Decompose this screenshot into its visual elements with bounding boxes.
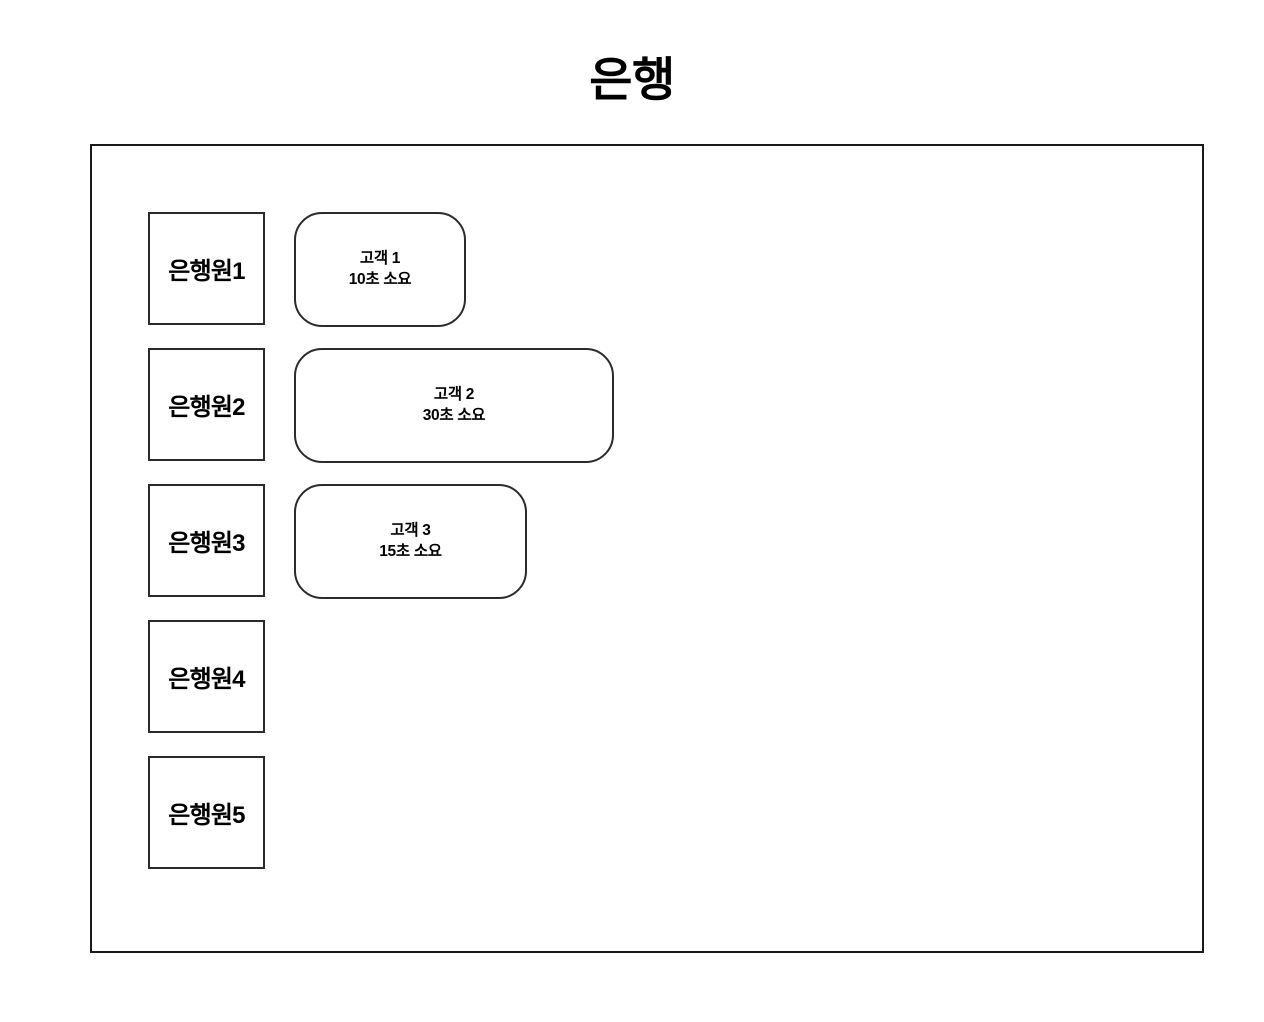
teller-queue-list: 은행원1 고객 1 10초 소요 은행원2 고객 2 30초 소요 [148, 212, 1148, 892]
customer-slot-1: 고객 1 10초 소요 [294, 212, 1148, 327]
teller-row: 은행원4 [148, 620, 1148, 737]
teller-label: 은행원1 [168, 258, 245, 285]
bank-floor-container: 은행원1 고객 1 10초 소요 은행원2 고객 2 30초 소요 [90, 144, 1204, 953]
customer-duration: 30초 소요 [422, 406, 486, 424]
teller-row: 은행원1 고객 1 10초 소요 [148, 212, 1148, 329]
customer-box-1[interactable]: 고객 1 10초 소요 [294, 212, 466, 327]
customer-name: 고객 1 [359, 250, 401, 268]
teller-box-3[interactable]: 은행원3 [148, 484, 265, 597]
customer-name: 고객 3 [390, 522, 431, 540]
customer-duration: 10초 소요 [348, 270, 412, 288]
customer-name: 고객 2 [433, 386, 475, 404]
teller-box-2[interactable]: 은행원2 [148, 348, 265, 461]
customer-box-2[interactable]: 고객 2 30초 소요 [294, 348, 614, 463]
customer-slot-5 [294, 756, 1148, 871]
page-title: 은행 [589, 53, 675, 106]
teller-label: 은행원2 [168, 394, 245, 421]
teller-box-4[interactable]: 은행원4 [148, 620, 265, 733]
teller-label: 은행원3 [168, 530, 245, 557]
teller-label: 은행원4 [168, 666, 245, 693]
customer-duration: 15초 소요 [379, 542, 442, 560]
customer-slot-2: 고객 2 30초 소요 [294, 348, 1148, 463]
teller-row: 은행원5 [148, 756, 1148, 873]
customer-slot-4 [294, 620, 1148, 735]
teller-row: 은행원3 고객 3 15초 소요 [148, 484, 1148, 601]
teller-box-5[interactable]: 은행원5 [148, 756, 265, 869]
teller-label: 은행원5 [168, 802, 245, 829]
customer-box-3[interactable]: 고객 3 15초 소요 [294, 484, 527, 599]
teller-box-1[interactable]: 은행원1 [148, 212, 265, 325]
teller-row: 은행원2 고객 2 30초 소요 [148, 348, 1148, 465]
customer-slot-3: 고객 3 15초 소요 [294, 484, 1148, 599]
